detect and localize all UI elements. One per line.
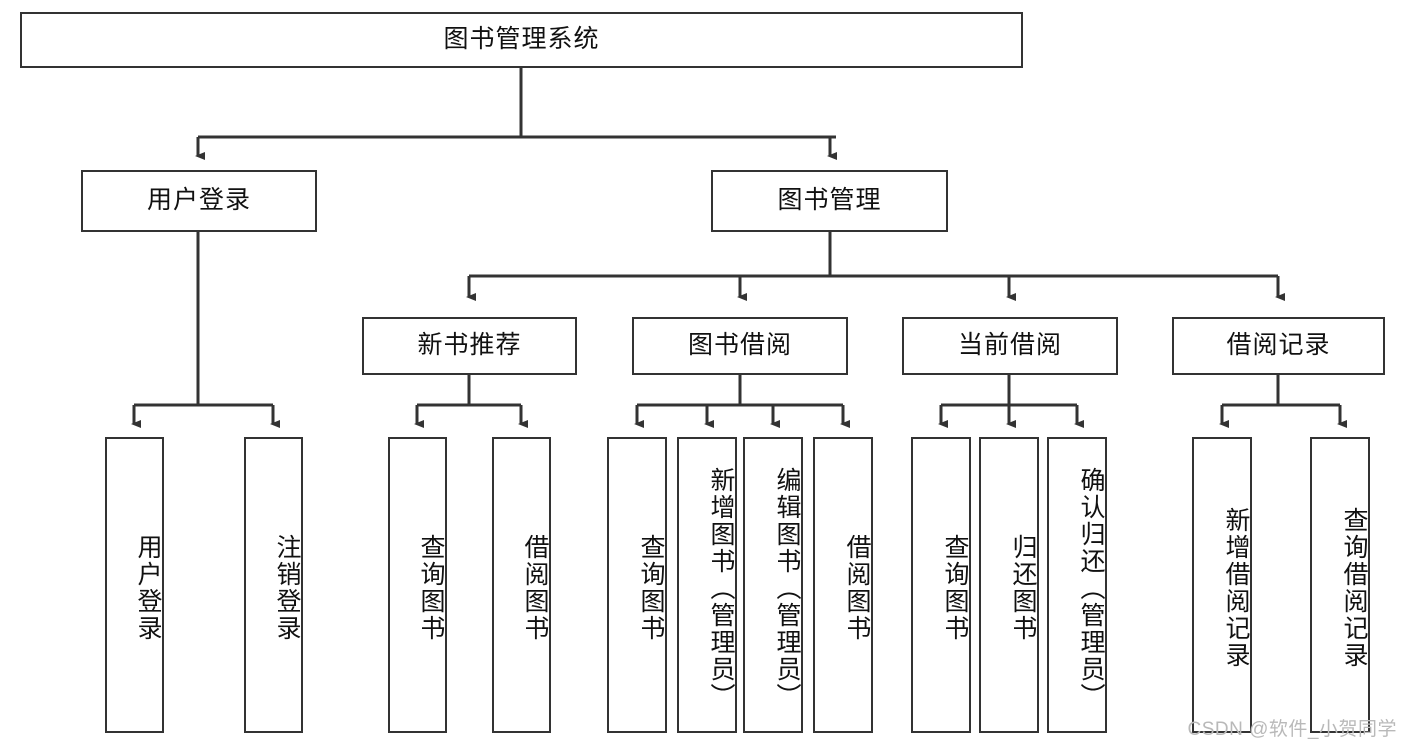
node-leaf-query-book-2-label: 查询图书 (637, 534, 665, 642)
node-leaf-confirm-return[interactable]: 确认归还（管理员） (1047, 437, 1107, 733)
node-root-label: 图书管理系统 (443, 25, 600, 54)
node-current-borrow-label: 当前借阅 (957, 331, 1062, 360)
node-book-borrow[interactable]: 图书借阅 (632, 317, 848, 375)
node-book-manage[interactable]: 图书管理 (711, 170, 948, 232)
node-leaf-query-record-label: 查询借阅记录 (1340, 507, 1368, 669)
node-leaf-borrow-book-2[interactable]: 借阅图书 (813, 437, 873, 733)
node-leaf-user-login-label: 用户登录 (134, 534, 162, 642)
node-root[interactable]: 图书管理系统 (20, 12, 1023, 68)
watermark-text: CSDN @软件_小贺同学 (1187, 719, 1397, 740)
node-current-borrow[interactable]: 当前借阅 (902, 317, 1118, 375)
node-book-borrow-label: 图书借阅 (687, 331, 792, 360)
node-user-login-label: 用户登录 (146, 186, 251, 215)
node-leaf-query-book-3-label: 查询图书 (941, 534, 969, 642)
node-new-book-rec-label: 新书推荐 (417, 331, 522, 360)
node-leaf-add-record-label: 新增借阅记录 (1222, 507, 1250, 669)
node-leaf-query-book-2[interactable]: 查询图书 (607, 437, 667, 733)
node-borrow-record[interactable]: 借阅记录 (1172, 317, 1385, 375)
node-leaf-add-book[interactable]: 新增图书（管理员） (677, 437, 737, 733)
node-leaf-query-book-3[interactable]: 查询图书 (911, 437, 971, 733)
node-leaf-query-book-1[interactable]: 查询图书 (388, 437, 447, 733)
node-new-book-rec[interactable]: 新书推荐 (362, 317, 577, 375)
node-leaf-query-book-1-label: 查询图书 (417, 534, 445, 642)
node-leaf-query-record[interactable]: 查询借阅记录 (1310, 437, 1370, 733)
node-leaf-return-book-label: 归还图书 (1009, 534, 1037, 642)
node-leaf-borrow-book-2-label: 借阅图书 (843, 534, 871, 642)
node-user-login[interactable]: 用户登录 (81, 170, 317, 232)
node-leaf-user-login[interactable]: 用户登录 (105, 437, 164, 733)
node-leaf-add-record[interactable]: 新增借阅记录 (1192, 437, 1252, 733)
node-leaf-edit-book-label: 编辑图书（管理员） (773, 466, 801, 710)
node-leaf-borrow-book-1-label: 借阅图书 (521, 534, 549, 642)
node-leaf-return-book[interactable]: 归还图书 (979, 437, 1039, 733)
node-leaf-edit-book[interactable]: 编辑图书（管理员） (743, 437, 803, 733)
node-borrow-record-label: 借阅记录 (1226, 331, 1331, 360)
node-leaf-borrow-book-1[interactable]: 借阅图书 (492, 437, 551, 733)
node-leaf-logout-label: 注销登录 (273, 534, 301, 642)
node-leaf-confirm-return-label: 确认归还（管理员） (1077, 466, 1105, 710)
node-leaf-add-book-label: 新增图书（管理员） (707, 466, 735, 710)
node-leaf-logout[interactable]: 注销登录 (244, 437, 303, 733)
node-book-manage-label: 图书管理 (777, 186, 882, 215)
